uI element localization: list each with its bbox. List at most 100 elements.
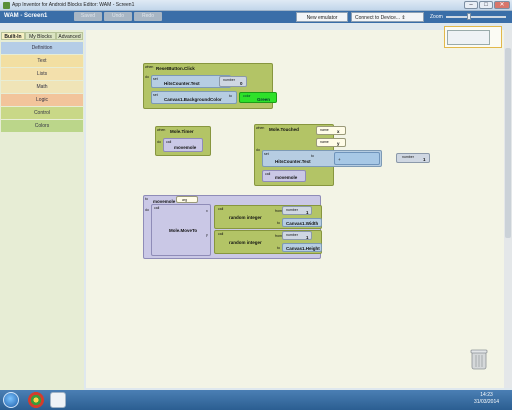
canvas-width-block[interactable]: Canvas1.Width (282, 218, 322, 227)
minimize-icon[interactable]: – (464, 1, 478, 9)
param-name: y (337, 141, 340, 146)
set-label: set (264, 152, 269, 156)
drawer-logic[interactable]: Logic (1, 94, 83, 106)
math-add-block[interactable]: + (334, 152, 380, 165)
event-name: Mole.Touched (269, 127, 299, 132)
scrollbar-thumb[interactable] (505, 48, 511, 238)
operator-label: + (338, 157, 341, 162)
number-value: 1 (306, 235, 309, 240)
name-label: name (320, 140, 329, 144)
number-block[interactable]: number 0 (219, 76, 247, 87)
tab-my-blocks[interactable]: My Blocks (25, 32, 56, 40)
number-label: number (286, 233, 298, 237)
when-label: when (157, 128, 166, 132)
window-titlebar: App Inventor for Android Blocks Editor: … (0, 0, 512, 11)
property-name: Canvas1.BackgroundColor (164, 97, 222, 102)
connect-device-label: Connect to Device... (355, 15, 401, 21)
number-value: 0 (240, 81, 243, 86)
drawer-math[interactable]: Math (1, 81, 83, 93)
event-name: ResetButton.Click (156, 66, 195, 71)
clock-date: 31/03/2014 (474, 399, 500, 405)
color-block[interactable]: color Green (239, 92, 277, 103)
drawer-definition[interactable]: Definition (1, 42, 83, 54)
call-label: call (218, 232, 224, 236)
when-label: when (256, 126, 265, 130)
method-name: Mole.MoveTo (169, 228, 198, 233)
call-label: call (154, 206, 160, 210)
close-icon[interactable]: ✕ (494, 1, 510, 9)
project-title: WAM - Screen1 (4, 13, 48, 19)
set-hitscounter-block[interactable]: set HitsCounter.Text to (151, 75, 231, 88)
app-icon (3, 2, 10, 9)
procedure-name: movemole (174, 145, 197, 150)
param-x-label: x (206, 209, 208, 213)
property-name: Canvas1.Width (286, 221, 319, 226)
do-label: do (256, 148, 260, 152)
when-label: when (145, 65, 154, 69)
number-block[interactable]: number 1 (282, 231, 312, 240)
param-x-block[interactable]: name x (316, 126, 346, 135)
property-name: HitsCounter.Text (164, 81, 200, 86)
trash-icon[interactable] (470, 348, 488, 370)
from-label: from (275, 234, 282, 238)
undo-button[interactable]: Undo (104, 12, 132, 21)
redo-button[interactable]: Redo (134, 12, 162, 21)
minimap-viewport[interactable] (447, 30, 490, 45)
maximize-icon[interactable]: □ (479, 1, 493, 9)
chrome-icon[interactable] (28, 392, 44, 408)
drawer-control[interactable]: Control (1, 107, 83, 119)
call-movemole-block[interactable]: call movemole (163, 138, 203, 152)
new-emulator-button[interactable]: New emulator (296, 12, 348, 22)
connect-device-select[interactable]: Connect to Device... ⇕ (351, 12, 424, 22)
number-label: number (286, 208, 298, 212)
do-label: do (145, 208, 149, 212)
start-orb-icon[interactable] (3, 392, 19, 408)
number-value: 1 (306, 210, 309, 215)
tab-built-in[interactable]: Built-In (1, 32, 25, 40)
toolbar: WAM - Screen1 Saved Undo Redo New emulat… (0, 11, 512, 23)
param-name: x (337, 129, 340, 134)
param-y-block[interactable]: name y (316, 138, 346, 147)
java-icon[interactable] (50, 392, 66, 408)
to-label: to (145, 197, 148, 201)
call-mole-moveto-block[interactable]: call Mole.MoveTo x y (151, 204, 211, 256)
clock-time: 14:23 (480, 392, 493, 398)
chevron-down-icon: ⇕ (401, 15, 406, 21)
call-movemole-block[interactable]: call movemole (262, 170, 306, 182)
arg-label: arg (182, 198, 188, 202)
number-value: 1 (423, 157, 426, 162)
event-name: Mole.Timer (170, 129, 194, 134)
drawer-text[interactable]: Text (1, 55, 83, 67)
color-label: color (243, 94, 251, 98)
param-y-label: y (206, 233, 208, 237)
set-background-color-block[interactable]: set Canvas1.BackgroundColor to (151, 91, 237, 104)
number-block[interactable]: number 1 (282, 206, 312, 215)
property-name: HitsCounter.Text (275, 159, 311, 164)
number-label: number (402, 155, 414, 159)
call-label: call (265, 172, 271, 176)
zoom-slider[interactable] (446, 16, 506, 18)
tab-advanced[interactable]: Advanced (56, 32, 83, 40)
window-title: App Inventor for Android Blocks Editor: … (12, 2, 135, 8)
call-label: call (218, 207, 224, 211)
drawer-lists[interactable]: Lists (1, 68, 83, 80)
to-label: to (229, 94, 232, 98)
function-name: random integer (229, 240, 262, 245)
set-label: set (153, 77, 158, 81)
number-block[interactable]: number 1 (396, 153, 430, 163)
saved-button[interactable]: Saved (74, 12, 102, 21)
drawer-colors[interactable]: Colors (1, 120, 83, 132)
call-label: call (166, 140, 172, 144)
canvas-height-block[interactable]: Canvas1.Height (282, 243, 322, 252)
do-label: do (157, 140, 161, 144)
zoom-slider-thumb[interactable] (467, 13, 471, 20)
do-label: do (145, 75, 149, 79)
to-label: to (277, 246, 280, 250)
zoom-label: Zoom (430, 14, 443, 20)
procedure-name: movemole (275, 175, 298, 180)
property-name: Canvas1.Height (286, 246, 320, 251)
number-label: number (223, 78, 235, 82)
arg-slot[interactable]: arg (176, 196, 198, 203)
tray-clock[interactable]: 14:23 31/03/2014 (474, 392, 499, 406)
name-label: name (320, 128, 329, 132)
